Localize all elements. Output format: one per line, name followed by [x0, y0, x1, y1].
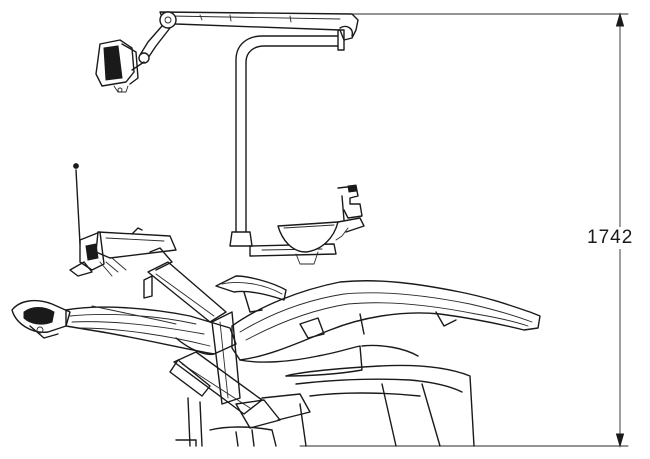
seat-and-legrest [215, 275, 541, 377]
light-pole [229, 29, 345, 247]
chair-support-frame [169, 311, 311, 429]
headrest [11, 299, 71, 339]
chair-base [175, 364, 475, 447]
backrest [65, 305, 237, 356]
height-dimension-label: 1742 [585, 227, 636, 249]
doctor-instrument-unit [69, 163, 227, 323]
operating-light-arm [131, 11, 359, 71]
dimension-arrow-bottom [615, 433, 625, 448]
operating-light-head [95, 39, 139, 93]
height-dimension-line [299, 12, 629, 448]
cuspidor-unit [249, 184, 365, 265]
dimension-arrow-top [615, 12, 625, 27]
